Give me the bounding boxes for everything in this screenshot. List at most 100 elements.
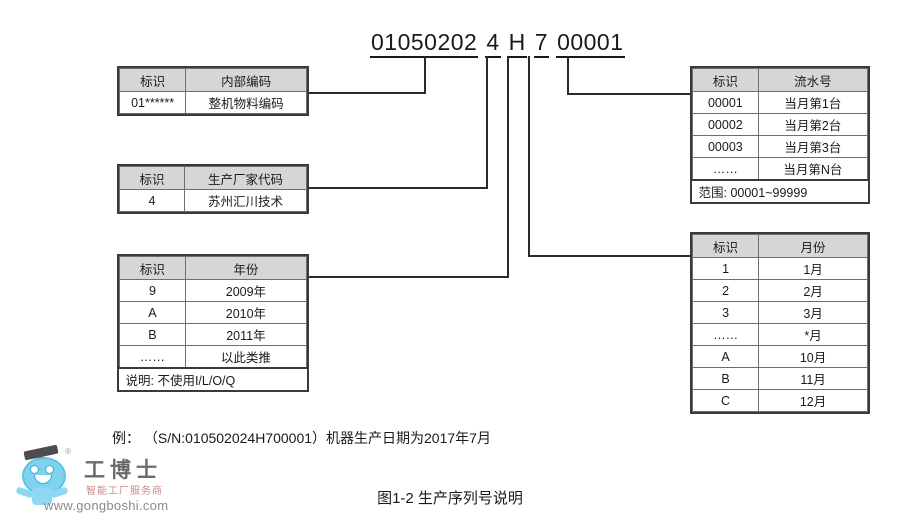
table-factory-code: 标识 生产厂家代码 4 苏州汇川技术 (117, 164, 309, 214)
note-year-code: 说明: 不使用I/L/O/Q (119, 367, 307, 390)
cell-value: *月 (758, 323, 868, 346)
cell-value: 12月 (758, 389, 868, 412)
leader-line-month-code-horizontal (528, 255, 692, 257)
serial-segment-month-code: 7 (533, 29, 550, 58)
serial-segment-factory-code: 4 (485, 29, 501, 58)
figure-caption: 图1-2 生产序列号说明 (377, 490, 523, 507)
watermark-tagline: 智能工厂服务商 (86, 486, 163, 497)
table-header-row: 标识 内部编码 (118, 68, 307, 92)
cell-value: 当月第2台 (757, 113, 869, 136)
cell-id: 9 (119, 279, 186, 302)
serial-segment-year-code: H (507, 29, 527, 58)
table-internal-code: 标识 内部编码 01****** 整机物料编码 (117, 66, 309, 116)
table-row: 2 2月 (691, 279, 868, 302)
cell-id: A (119, 301, 186, 324)
cell-id: 00002 (692, 113, 759, 136)
mascot-eye-left-icon (30, 465, 39, 474)
table-row: 01****** 整机物料编码 (118, 91, 307, 114)
column-header-id: 标识 (119, 166, 185, 190)
table-row: 00003 当月第3台 (692, 135, 869, 158)
watermark-brand: 工博士 (84, 458, 162, 482)
column-header-internal-code: 内部编码 (185, 68, 307, 92)
cell-value: 11月 (758, 367, 868, 390)
cell-id: 00001 (692, 91, 759, 114)
cell-value: 3月 (758, 301, 868, 324)
table-row: B 2011年 (119, 323, 308, 346)
table-header-row: 标识 月份 (691, 234, 868, 258)
cell-value: 整机物料编码 (185, 91, 307, 114)
column-header-id: 标识 (691, 234, 760, 258)
table-row: …… 以此类推 (119, 345, 308, 369)
mascot-icon (14, 444, 84, 506)
registered-mark: ® (65, 447, 71, 456)
column-header-id: 标识 (118, 68, 187, 92)
cell-value: 当月第3台 (757, 135, 869, 158)
column-header-factory-code: 生产厂家代码 (183, 166, 308, 190)
table-header-row: 标识 生产厂家代码 (119, 166, 308, 190)
cell-id: C (691, 389, 760, 412)
leader-line-month-code-vertical (528, 56, 530, 257)
cell-value: 10月 (758, 345, 868, 368)
table-row: …… *月 (691, 323, 868, 346)
table-row: A 2010年 (119, 301, 308, 324)
cell-value: 当月第1台 (757, 91, 869, 114)
leader-line-sequence-code-horizontal (567, 93, 692, 95)
table-row: 4 苏州汇川技术 (119, 189, 308, 212)
cell-id: A (691, 345, 760, 368)
cell-id: B (691, 367, 760, 390)
serial-segment-internal-code: 01050202 (370, 29, 479, 58)
cell-id: …… (691, 323, 760, 346)
mascot-body-icon (32, 488, 52, 505)
table-row: 00001 当月第1台 (692, 91, 869, 114)
table-row: C 12月 (691, 389, 868, 412)
column-header-year: 年份 (184, 256, 308, 280)
table-month-code: 标识 月份 1 1月 2 2月 3 3月 …… *月 A 10月 (690, 232, 870, 414)
cell-id: 4 (119, 189, 185, 212)
table-row: 3 3月 (691, 301, 868, 324)
table-header-row: 标识 年份 (119, 256, 308, 280)
watermark-url: www.gongboshi.com (44, 498, 169, 513)
table-row: 00002 当月第2台 (692, 113, 869, 136)
table-sequence-code: 标识 流水号 00001 当月第1台 00002 当月第2台 00003 当月第… (690, 66, 870, 204)
table-note-row: 范围: 00001~99999 (692, 179, 868, 202)
table-note-row: 说明: 不使用I/L/O/Q (119, 367, 307, 390)
cell-id: 2 (691, 279, 760, 302)
column-header-month: 月份 (758, 234, 868, 258)
table-row: 1 1月 (691, 257, 868, 280)
table-row: 9 2009年 (119, 279, 308, 302)
table-row: B 11月 (691, 367, 868, 390)
cell-id: B (119, 323, 186, 346)
cell-id: 3 (691, 301, 760, 324)
column-header-id: 标识 (119, 256, 186, 280)
cell-id: 1 (691, 257, 760, 280)
cell-value: 苏州汇川技术 (183, 189, 308, 212)
cell-value: 1月 (758, 257, 868, 280)
leader-line-year-code-vertical (507, 56, 509, 278)
serial-segment-sequence-code: 00001 (556, 29, 625, 58)
cell-value: 2月 (758, 279, 868, 302)
watermark: ® 工博士 智能工厂服务商 www.gongboshi.com (8, 444, 198, 518)
leader-line-factory-code-vertical (486, 56, 488, 189)
cell-value: 当月第N台 (757, 157, 869, 181)
cell-value: 2011年 (184, 323, 308, 346)
cell-value: 2009年 (184, 279, 308, 302)
table-row: A 10月 (691, 345, 868, 368)
cell-id: 01****** (118, 91, 187, 114)
leader-line-factory-code-horizontal (305, 187, 488, 189)
column-header-sequence: 流水号 (757, 68, 869, 92)
table-header-row: 标识 流水号 (692, 68, 869, 92)
serial-number-display: 01050202 4 H 7 00001 (370, 28, 625, 58)
cell-value: 以此类推 (184, 345, 308, 369)
cell-id: 00003 (692, 135, 759, 158)
table-row: …… 当月第N台 (692, 157, 869, 181)
cell-id: …… (119, 345, 186, 369)
cell-value: 2010年 (184, 301, 308, 324)
mascot-eye-right-icon (45, 465, 54, 474)
cell-id: …… (692, 157, 759, 181)
leader-line-internal-code-vertical (424, 56, 426, 94)
leader-line-year-code-horizontal (305, 276, 509, 278)
leader-line-internal-code-horizontal (305, 92, 426, 94)
note-sequence-range: 范围: 00001~99999 (692, 179, 868, 202)
column-header-id: 标识 (692, 68, 759, 92)
